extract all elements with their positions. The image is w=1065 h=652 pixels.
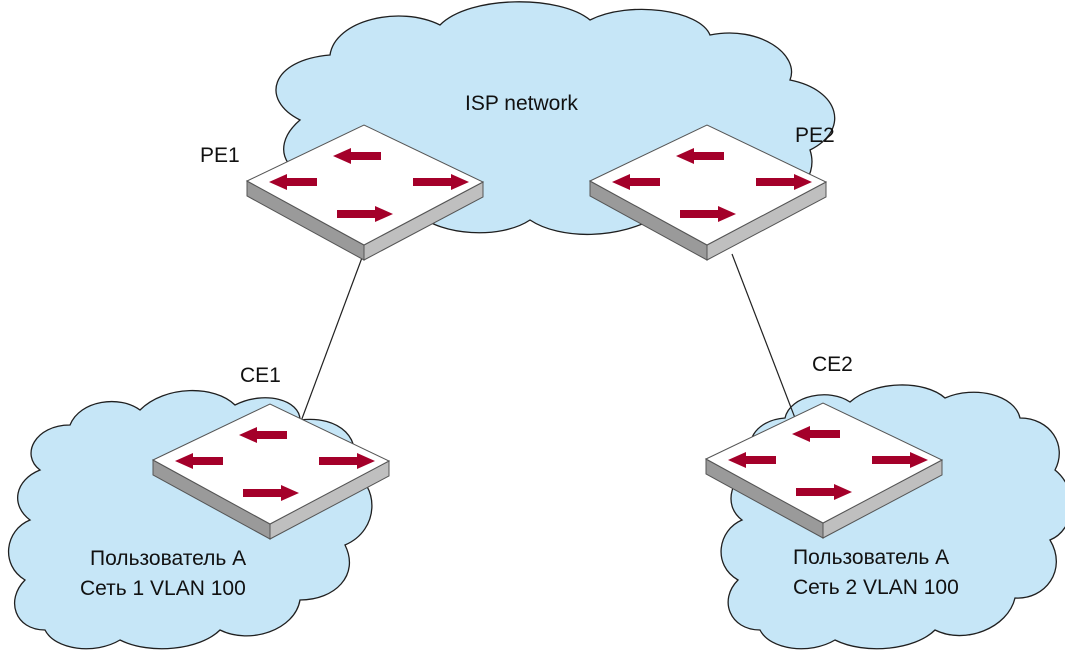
pe1-label: PE1 bbox=[200, 144, 240, 167]
link-pe2-ce2 bbox=[731, 253, 796, 419]
pe2-label: PE2 bbox=[795, 124, 835, 147]
site2-network-label: Сеть 2 VLAN 100 bbox=[793, 576, 959, 599]
isp-network-label: ISP network bbox=[465, 92, 578, 115]
site2-cloud bbox=[720, 384, 1065, 650]
site2-user-label: Пользователь А bbox=[793, 546, 949, 569]
site1-network-label: Сеть 1 VLAN 100 bbox=[80, 577, 246, 600]
ce2-label: CE2 bbox=[812, 353, 853, 376]
ce1-label: CE1 bbox=[240, 364, 281, 387]
link-pe1-ce1 bbox=[299, 254, 364, 425]
site1-user-label: Пользователь А bbox=[90, 547, 246, 570]
